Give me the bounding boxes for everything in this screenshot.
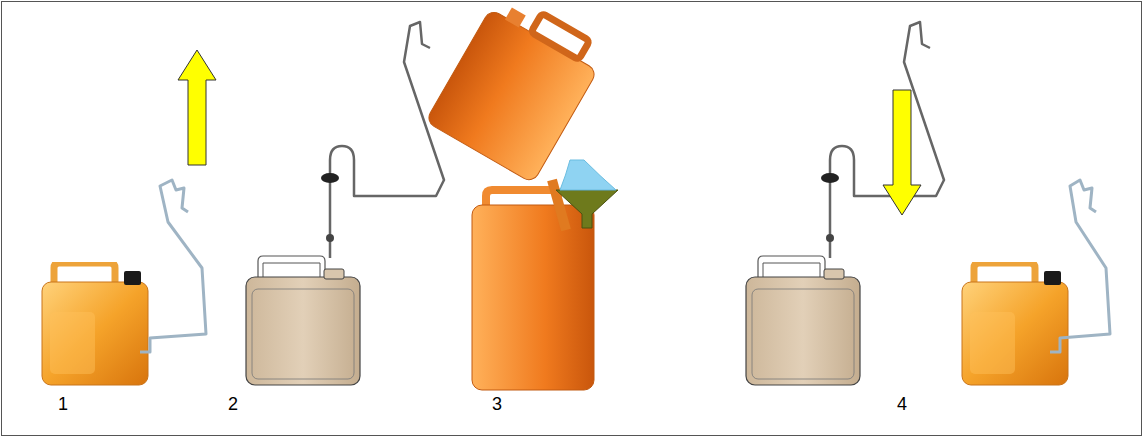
callout-number: 1 bbox=[58, 394, 68, 415]
callout-number: 2 bbox=[228, 394, 238, 415]
suction-lance bbox=[830, 22, 944, 258]
suction-lance bbox=[1050, 180, 1110, 352]
canister-beige bbox=[746, 256, 860, 385]
lance-collar bbox=[821, 173, 839, 183]
canister-orange bbox=[472, 205, 594, 390]
funnel bbox=[556, 190, 618, 228]
callout-number: 3 bbox=[492, 394, 502, 415]
lance-collar bbox=[321, 173, 339, 183]
arrow-up bbox=[178, 50, 216, 165]
canister-pouring bbox=[425, 0, 608, 183]
lance-float bbox=[326, 234, 334, 242]
liquid-stream bbox=[560, 160, 616, 190]
suction-lance bbox=[330, 22, 444, 258]
suction-lance bbox=[140, 180, 206, 352]
lance-float bbox=[826, 234, 834, 242]
canister-beige bbox=[246, 256, 360, 385]
canister-orange bbox=[962, 263, 1068, 385]
arrow-down bbox=[883, 90, 921, 215]
canister-orange bbox=[42, 263, 148, 385]
callout-number: 4 bbox=[897, 394, 907, 415]
